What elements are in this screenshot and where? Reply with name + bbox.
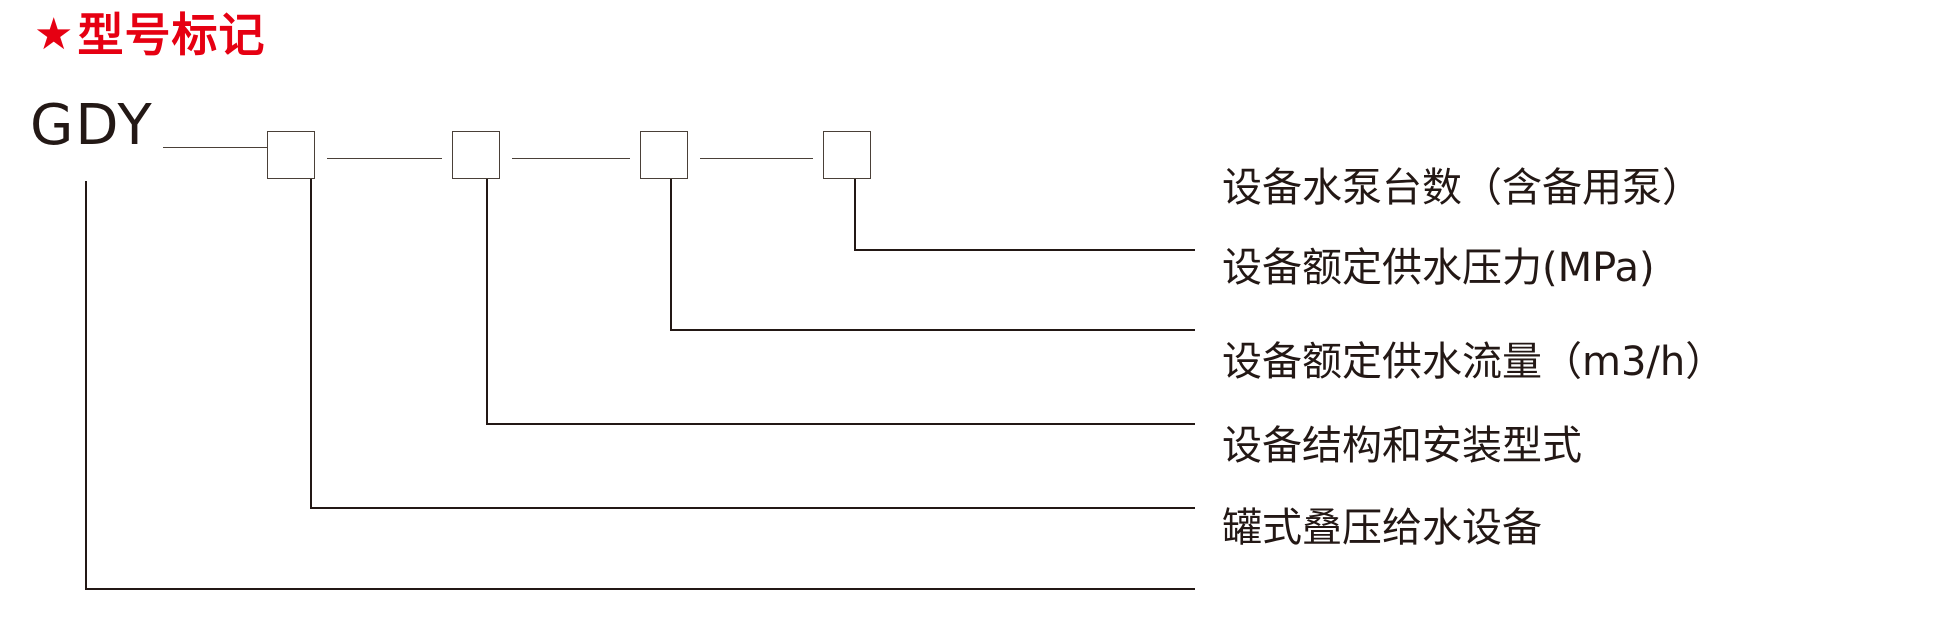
model-code-box-1[interactable] xyxy=(267,131,315,179)
star-icon: ★ xyxy=(34,9,74,60)
code-connector-0 xyxy=(163,147,267,148)
model-code-box-2[interactable] xyxy=(452,131,500,179)
legend-label-rated-flow: 设备额定供水流量（m3/h） xyxy=(1222,339,1726,385)
legend-label-structure-type: 设备结构和安装型式 xyxy=(1222,423,1582,469)
leader-vline-1 xyxy=(854,179,856,250)
model-prefix-text: GDY xyxy=(30,93,154,158)
leader-hline-5 xyxy=(85,588,1195,590)
leader-hline-3 xyxy=(486,423,1195,425)
leader-hline-2 xyxy=(670,329,1195,331)
page-title: ★ 型号标记 xyxy=(34,12,265,58)
code-connector-1 xyxy=(327,158,442,159)
page-title-text: 型号标记 xyxy=(77,8,266,62)
model-code-box-4[interactable] xyxy=(823,131,871,179)
leader-hline-4 xyxy=(310,507,1195,509)
leader-vline-5 xyxy=(85,181,87,589)
code-connector-3 xyxy=(700,158,813,159)
leader-vline-4 xyxy=(310,179,312,508)
leader-vline-2 xyxy=(670,179,672,330)
legend-label-rated-pressure: 设备额定供水压力(MPa) xyxy=(1222,245,1655,291)
code-connector-2 xyxy=(512,158,630,159)
leader-vline-3 xyxy=(486,179,488,424)
model-code-box-3[interactable] xyxy=(640,131,688,179)
leader-hline-1 xyxy=(854,249,1195,251)
legend-label-pump-count: 设备水泵台数（含备用泵） xyxy=(1222,165,1702,211)
legend-label-product-family: 罐式叠压给水设备 xyxy=(1222,505,1542,551)
